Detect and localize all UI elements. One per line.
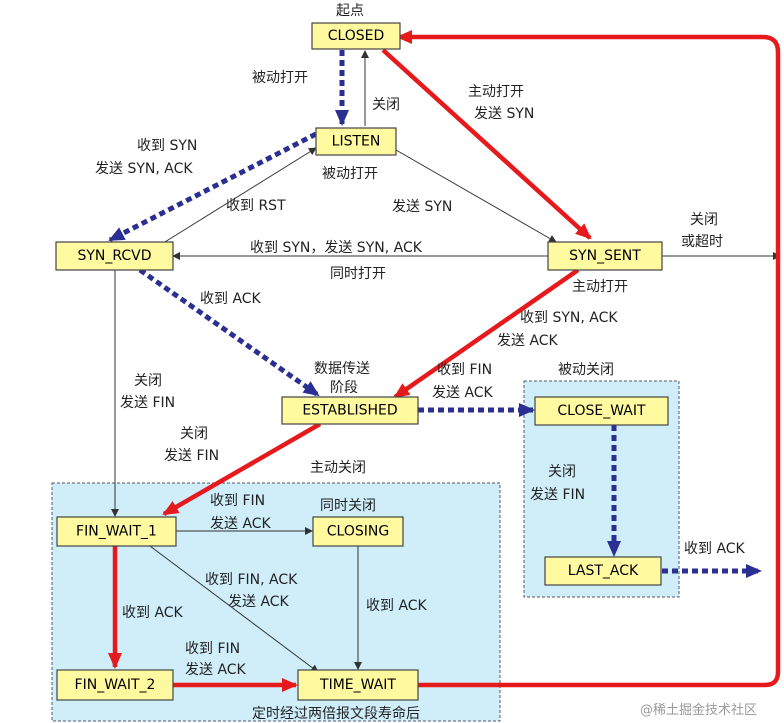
edge-listen-to-syn-rcvd	[108, 131, 318, 243]
label-close-fin-c1: 关闭	[548, 464, 576, 480]
state-last-ack: LAST_ACK	[544, 556, 662, 586]
label-simul-open-2: 同时打开	[330, 265, 386, 282]
state-time-wait-label: TIME_WAIT	[319, 677, 396, 693]
label-recv-fin-1: 收到 FIN	[437, 362, 492, 378]
state-syn-rcvd: SYN_RCVD	[55, 241, 174, 271]
label-close-timeout-2: 或超时	[681, 234, 723, 250]
state-syn-rcvd-label: SYN_RCVD	[77, 248, 151, 264]
edge-syn-rcvd-to-listen	[159, 147, 317, 246]
label-recv-syn-ack-1: 收到 SYN, ACK	[520, 310, 618, 326]
label-send-syn-1: 发送 SYN	[474, 106, 534, 122]
state-fin-wait-2-label: FIN_WAIT_2	[75, 677, 156, 693]
edge-time-wait-to-closed	[396, 30, 781, 688]
label-recv-ack-3: 收到 ACK	[366, 598, 428, 614]
label-passive-open-2: 被动打开	[322, 165, 378, 182]
label-active-open-1: 主动打开	[468, 83, 524, 100]
edge-established-to-fin-wait-1	[162, 422, 322, 516]
label-recv-fin-ack-1: 收到 FIN, ACK	[205, 572, 298, 588]
state-closing: CLOSING	[312, 516, 404, 547]
state-listen-label: LISTEN	[332, 134, 381, 150]
label-timed-wait: 定时经过两倍报文段寿命后	[252, 705, 420, 722]
state-time-wait: TIME_WAIT	[297, 669, 419, 701]
edge-listen-to-syn-sent	[395, 149, 557, 243]
state-closed: CLOSED	[311, 22, 401, 50]
label-start: 起点	[336, 3, 364, 19]
label-recv-syn-2: 发送 SYN, ACK	[95, 161, 193, 177]
label-fw2-recv-fin-2: 发送 ACK	[185, 662, 247, 678]
label-fw1-recv-fin-2: 发送 ACK	[210, 516, 272, 532]
label-close-fin-c2: 发送 FIN	[530, 487, 585, 503]
label-recv-ack-2: 收到 ACK	[122, 605, 184, 621]
edge-syn-sent-to-established	[393, 268, 580, 399]
label-simul-open-1: 收到 SYN，发送 SYN, ACK	[250, 240, 423, 256]
edge-fin-wait-1-to-time-wait	[149, 545, 319, 673]
label-close-fin-b2: 发送 FIN	[164, 448, 219, 464]
label-recv-syn-1: 收到 SYN	[137, 138, 197, 154]
edge-closed-to-syn-sent	[381, 48, 592, 240]
label-close-listen: 关闭	[372, 97, 400, 113]
state-syn-sent: SYN_SENT	[547, 241, 663, 271]
label-close-fin-a1: 关闭	[134, 373, 162, 389]
label-send-syn-2: 发送 SYN	[392, 199, 452, 215]
state-established-label: ESTABLISHED	[302, 403, 397, 419]
watermark: @稀土掘金技术社区	[640, 702, 757, 718]
state-syn-sent-label: SYN_SENT	[569, 248, 641, 264]
label-simul-close: 同时关闭	[320, 498, 376, 514]
label-recv-ack-4: 收到 ACK	[684, 541, 746, 557]
label-recv-rst: 收到 RST	[226, 198, 286, 214]
label-close-fin-a2: 发送 FIN	[120, 395, 175, 411]
state-listen: LISTEN	[315, 127, 397, 156]
state-close-wait: CLOSE_WAIT	[534, 396, 669, 426]
state-closed-label: CLOSED	[328, 28, 385, 44]
state-close-wait-label: CLOSE_WAIT	[557, 403, 646, 419]
label-recv-ack-1: 收到 ACK	[200, 291, 262, 307]
state-last-ack-label: LAST_ACK	[568, 563, 639, 579]
state-fin-wait-1: FIN_WAIT_1	[56, 516, 177, 547]
state-closing-label: CLOSING	[327, 524, 389, 540]
state-fin-wait-1-label: FIN_WAIT_1	[76, 524, 157, 540]
label-recv-fin-2: 发送 ACK	[432, 385, 494, 401]
active-close-label: 主动关闭	[310, 460, 366, 476]
passive-close-label: 被动关闭	[558, 362, 614, 378]
label-data-transfer-2: 阶段	[330, 380, 358, 396]
label-close-fin-b1: 关闭	[180, 426, 208, 442]
label-close-timeout-1: 关闭	[690, 212, 718, 228]
label-data-transfer-1: 数据传送	[314, 361, 370, 377]
label-recv-syn-ack-2: 发送 ACK	[497, 333, 559, 349]
label-fw2-recv-fin-1: 收到 FIN	[185, 641, 240, 657]
label-fw1-recv-fin-1: 收到 FIN	[210, 493, 265, 509]
label-passive-open-1: 被动打开	[252, 69, 308, 86]
state-fin-wait-2: FIN_WAIT_2	[56, 669, 174, 701]
label-recv-fin-ack-2: 发送 ACK	[228, 594, 290, 610]
state-established: ESTABLISHED	[281, 396, 419, 425]
label-active-open-2: 主动打开	[572, 278, 628, 295]
edge-syn-rcvd-to-established	[138, 267, 320, 398]
